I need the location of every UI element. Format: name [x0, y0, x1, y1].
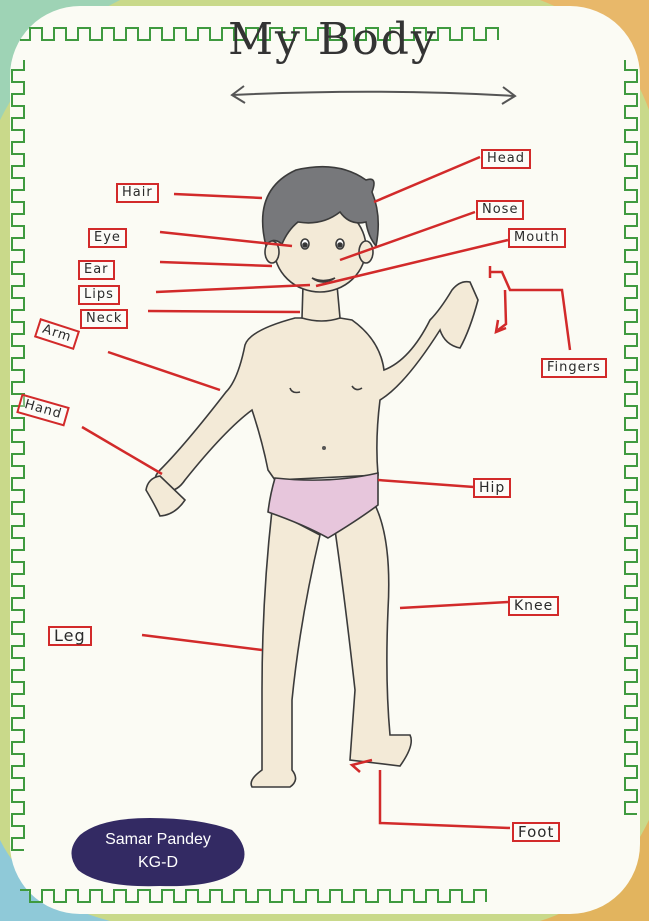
student-class: KG-D	[66, 852, 250, 874]
label-knee: Knee	[508, 596, 559, 616]
student-name: Samar Pandey	[66, 829, 250, 851]
label-ear: Ear	[78, 260, 115, 280]
label-mouth: Mouth	[508, 228, 566, 248]
page-title: My Body	[228, 14, 438, 65]
label-hip: Hip	[473, 478, 511, 498]
label-hair: Hair	[116, 183, 159, 203]
label-neck: Neck	[80, 309, 128, 329]
label-leg: Leg	[48, 626, 92, 646]
label-head: Head	[481, 149, 531, 169]
label-foot: Foot	[512, 822, 560, 842]
name-badge: Samar Pandey KG-D	[66, 815, 250, 887]
label-lips: Lips	[78, 285, 120, 305]
label-eye: Eye	[88, 228, 127, 248]
label-nose: Nose	[476, 200, 524, 220]
label-fingers: Fingers	[541, 358, 607, 378]
